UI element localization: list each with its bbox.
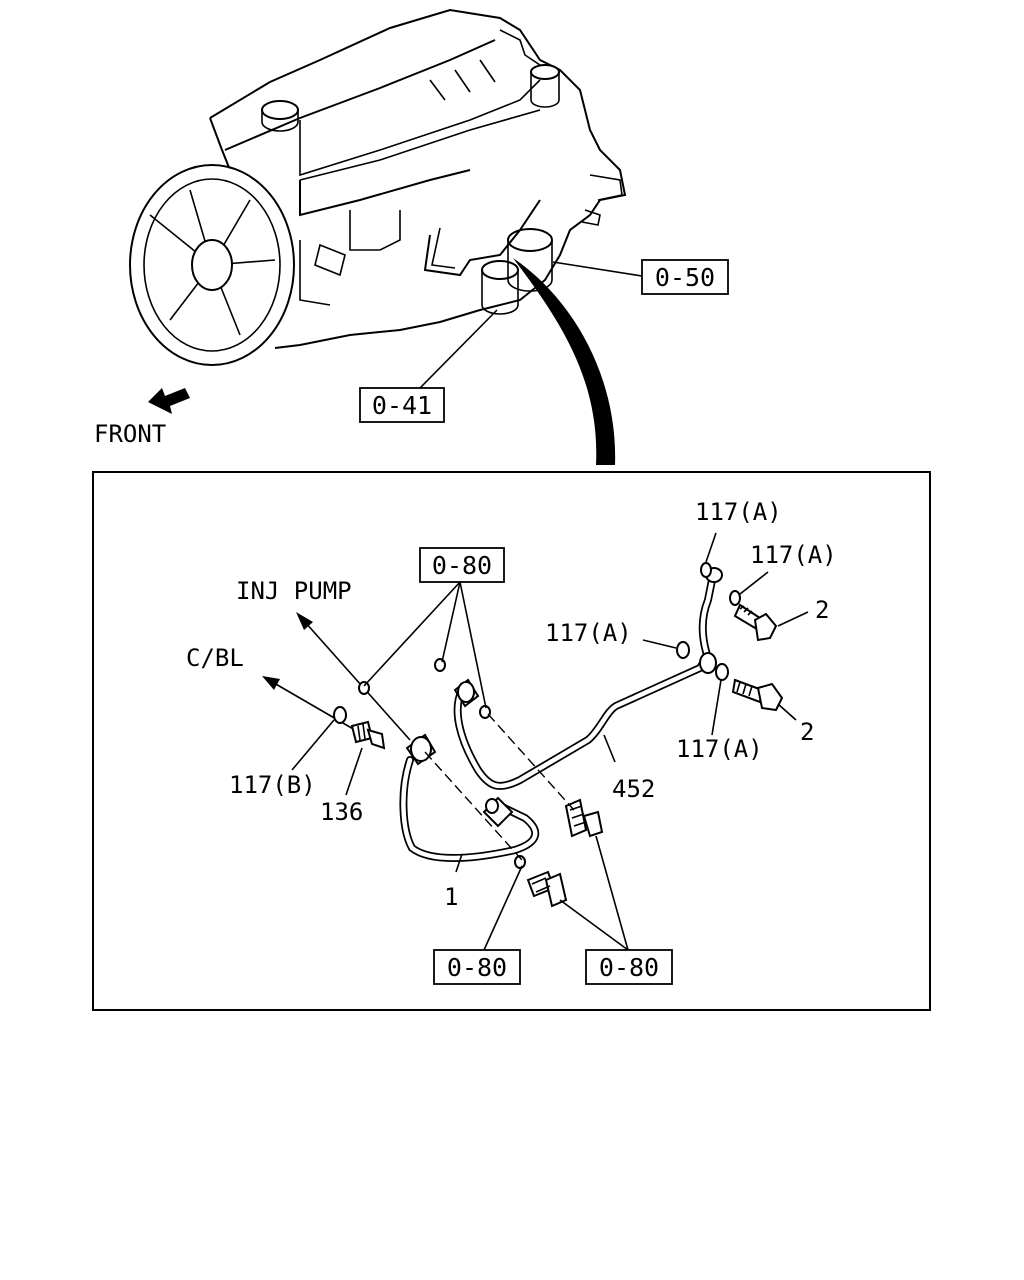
callout-1: 1 bbox=[444, 883, 458, 911]
leader-117b bbox=[291, 719, 335, 771]
eye-fitting-mid bbox=[453, 678, 480, 708]
callout-117a-2: 117(A) bbox=[750, 541, 837, 569]
callout-452: 452 bbox=[612, 775, 655, 803]
washer-117a-3 bbox=[676, 641, 690, 659]
engine-illustration bbox=[129, 8, 627, 366]
leader-2-lower bbox=[777, 703, 797, 721]
leader-0-80-br bbox=[559, 835, 629, 951]
ref-box-0-50[interactable]: 0-50 bbox=[641, 259, 729, 295]
ref-label-0-80-bottom-right: 0-80 bbox=[599, 953, 659, 982]
bolt-lower bbox=[731, 678, 784, 712]
ref-label-0-80-bottom-left: 0-80 bbox=[447, 953, 507, 982]
leader-0-50 bbox=[552, 261, 643, 277]
gasket-a bbox=[358, 681, 370, 695]
inj-pump-arrow-icon bbox=[296, 612, 411, 741]
leader-2-upper bbox=[777, 611, 809, 627]
washer-117a-1 bbox=[700, 562, 712, 578]
leader-1 bbox=[455, 853, 463, 873]
washer-117a-4 bbox=[715, 663, 729, 681]
ref-box-0-80-top[interactable]: 0-80 bbox=[419, 547, 505, 583]
detail-pointer bbox=[513, 258, 616, 465]
washer-117b bbox=[333, 706, 347, 724]
callout-117a-3: 117(A) bbox=[545, 619, 632, 647]
pipe-1 bbox=[399, 756, 540, 862]
leader-117a-3 bbox=[642, 639, 677, 649]
leader-136 bbox=[345, 747, 363, 796]
leader-0-41 bbox=[419, 309, 498, 389]
callout-2-lower: 2 bbox=[800, 718, 814, 746]
inj-pump-label: INJ PUMP bbox=[236, 577, 352, 605]
ref-box-0-41[interactable]: 0-41 bbox=[359, 387, 445, 423]
ref-label-0-41: 0-41 bbox=[372, 391, 432, 420]
callout-2-upper: 2 bbox=[815, 596, 829, 624]
leader-117a-1 bbox=[705, 532, 717, 563]
gasket-d bbox=[514, 855, 526, 869]
callout-117a-1: 117(A) bbox=[695, 498, 782, 526]
ref-box-0-80-bottom-left[interactable]: 0-80 bbox=[433, 949, 521, 985]
pipe-452 bbox=[453, 576, 716, 790]
eye-fitting-right bbox=[699, 567, 723, 674]
gasket-b bbox=[434, 658, 446, 672]
centerline-1 bbox=[424, 751, 523, 861]
centerline-2 bbox=[487, 713, 575, 811]
callout-136: 136 bbox=[320, 798, 363, 826]
leader-452 bbox=[603, 734, 616, 763]
leader-117a-4 bbox=[711, 679, 722, 736]
eye-fitting-upper bbox=[405, 733, 437, 766]
leader-0-80-bl bbox=[483, 865, 523, 951]
callout-117a-4: 117(A) bbox=[676, 735, 763, 763]
gasket-c bbox=[479, 705, 491, 719]
sleeve-nut bbox=[482, 796, 514, 828]
c-bl-label: C/BL bbox=[186, 644, 244, 672]
bolt-upper bbox=[733, 603, 778, 642]
connector-136 bbox=[350, 720, 386, 750]
leader-0-80-top bbox=[363, 581, 487, 709]
union-fitting-right bbox=[564, 798, 604, 838]
union-fitting-left bbox=[526, 870, 568, 908]
leader-117a-2 bbox=[739, 571, 769, 595]
callout-117b: 117(B) bbox=[229, 771, 316, 799]
front-arrow-icon bbox=[148, 388, 190, 414]
washer-117a-2 bbox=[729, 590, 741, 606]
ref-label-0-50: 0-50 bbox=[655, 263, 715, 292]
ref-label-0-80-top: 0-80 bbox=[432, 551, 492, 580]
front-label: FRONT bbox=[94, 420, 166, 448]
ref-box-0-80-bottom-right[interactable]: 0-80 bbox=[585, 949, 673, 985]
detail-frame bbox=[92, 471, 931, 1011]
